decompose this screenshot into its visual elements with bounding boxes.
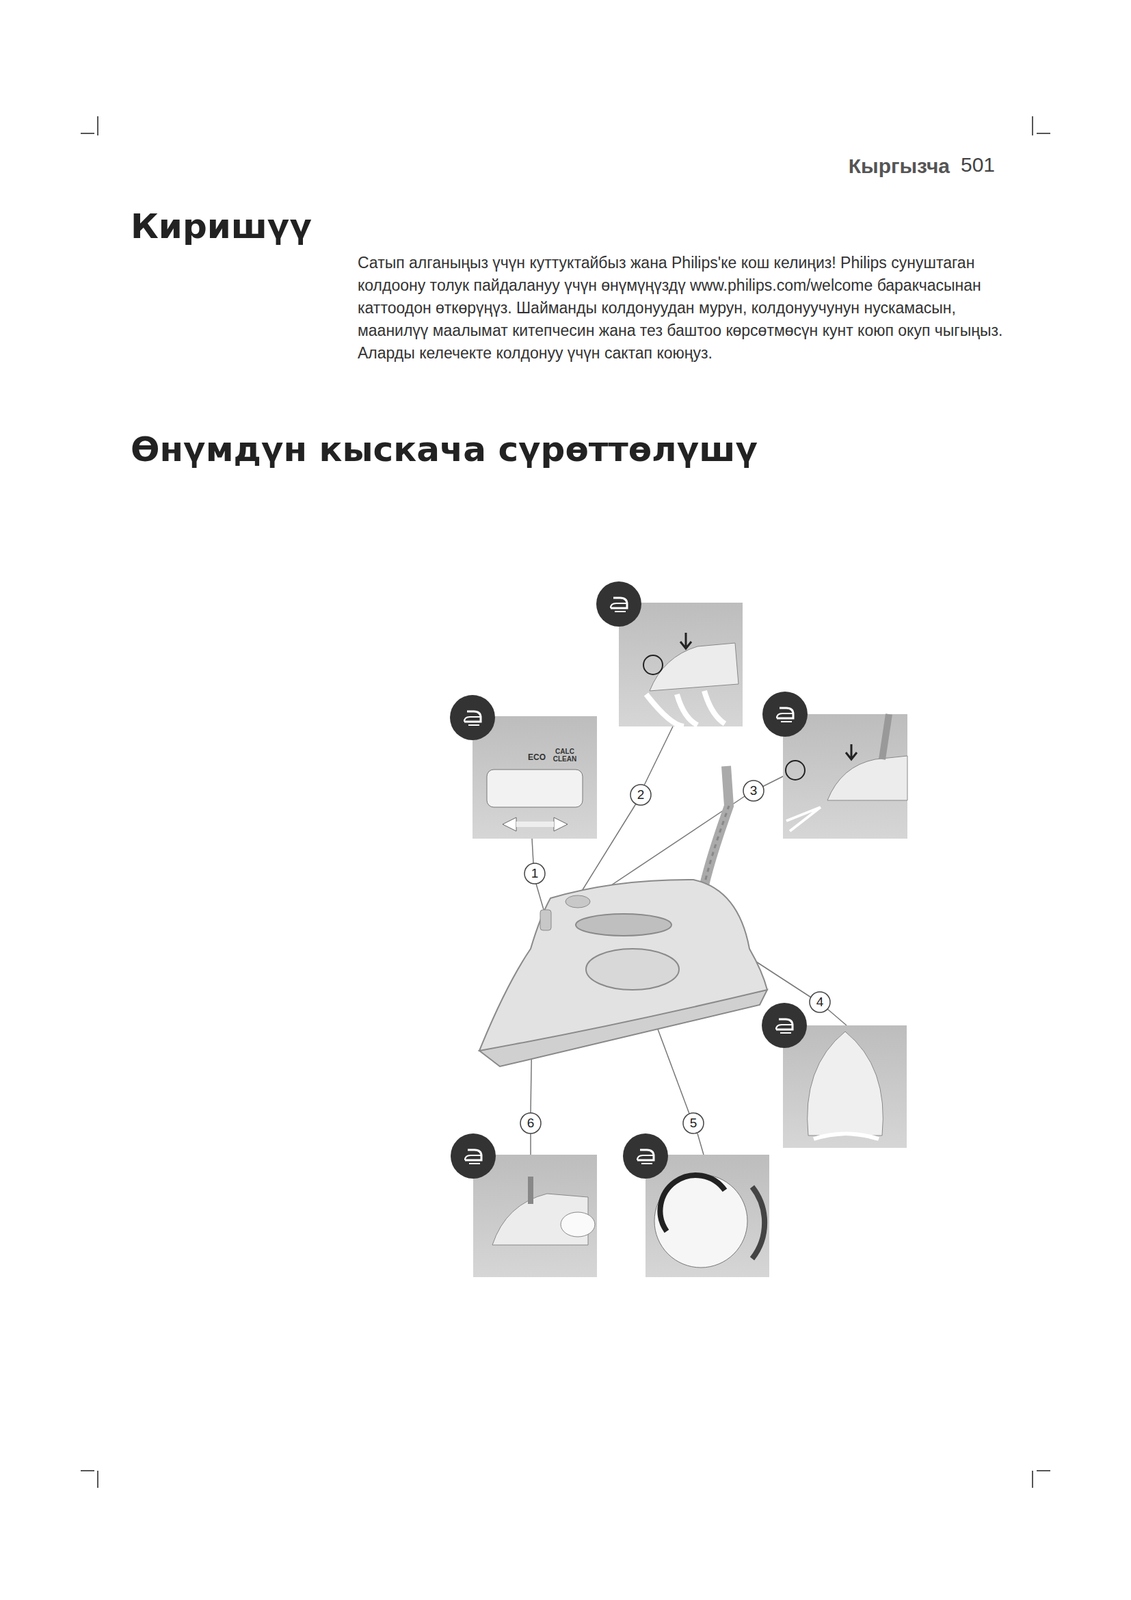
- page-number: 501: [960, 153, 995, 177]
- language-header: Кыргызча: [848, 154, 950, 178]
- feature-icons: [449, 581, 808, 1179]
- page-heading: Киришүү: [130, 206, 312, 247]
- crop-marks: [80, 116, 1051, 1488]
- callout-number: 4: [809, 991, 831, 1013]
- callout-number: 3: [743, 780, 764, 801]
- intro-paragraph: Сатып алганыңыз үчүн куттуктайбыз жана P…: [357, 251, 1004, 365]
- callout-number: 1: [524, 862, 545, 884]
- callout-number: 2: [630, 784, 651, 805]
- panel-text: CALC CLEAN: [551, 747, 579, 763]
- callout-number: 5: [683, 1112, 704, 1134]
- section-heading: Өнүмдүн кыскача сүрөттөлүшү: [130, 429, 758, 470]
- callout-rings: [520, 780, 831, 1134]
- callout-number: 6: [520, 1112, 541, 1134]
- panel-text: ECO: [527, 752, 546, 762]
- feature-panels: [472, 602, 908, 1277]
